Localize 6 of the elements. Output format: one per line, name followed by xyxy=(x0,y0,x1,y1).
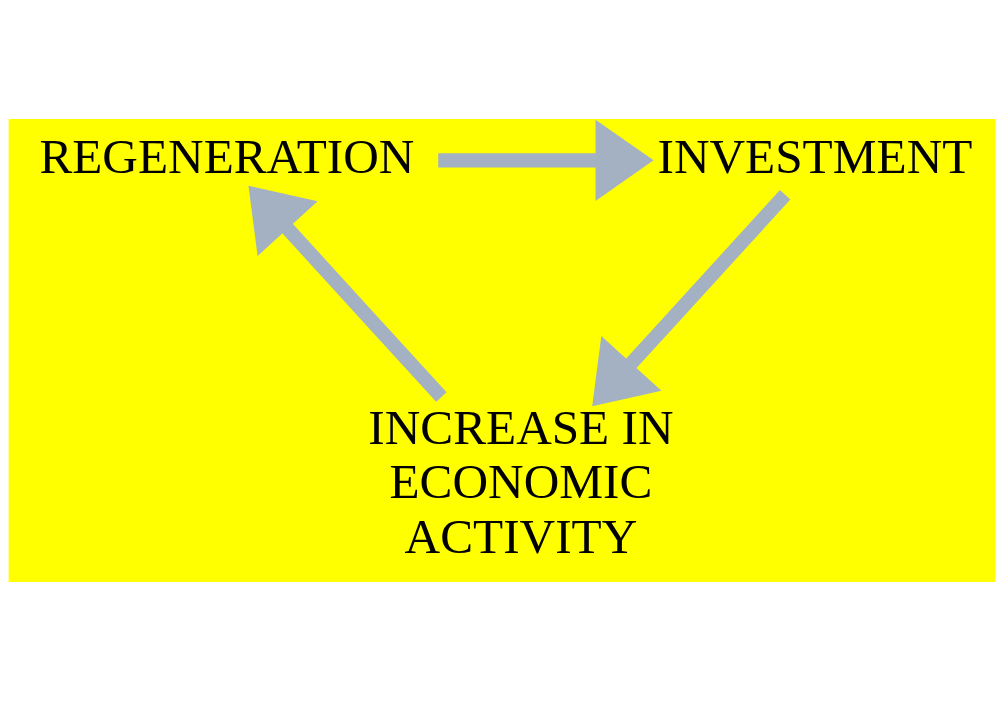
arrow xyxy=(438,119,654,201)
arrow xyxy=(592,190,791,407)
node-text: REGENERATION xyxy=(39,128,415,184)
arrow xyxy=(248,185,447,402)
node-text: INVESTMENT xyxy=(657,128,973,184)
node-text: INCREASE IN ECONOMIC ACTIVITY xyxy=(368,399,674,564)
